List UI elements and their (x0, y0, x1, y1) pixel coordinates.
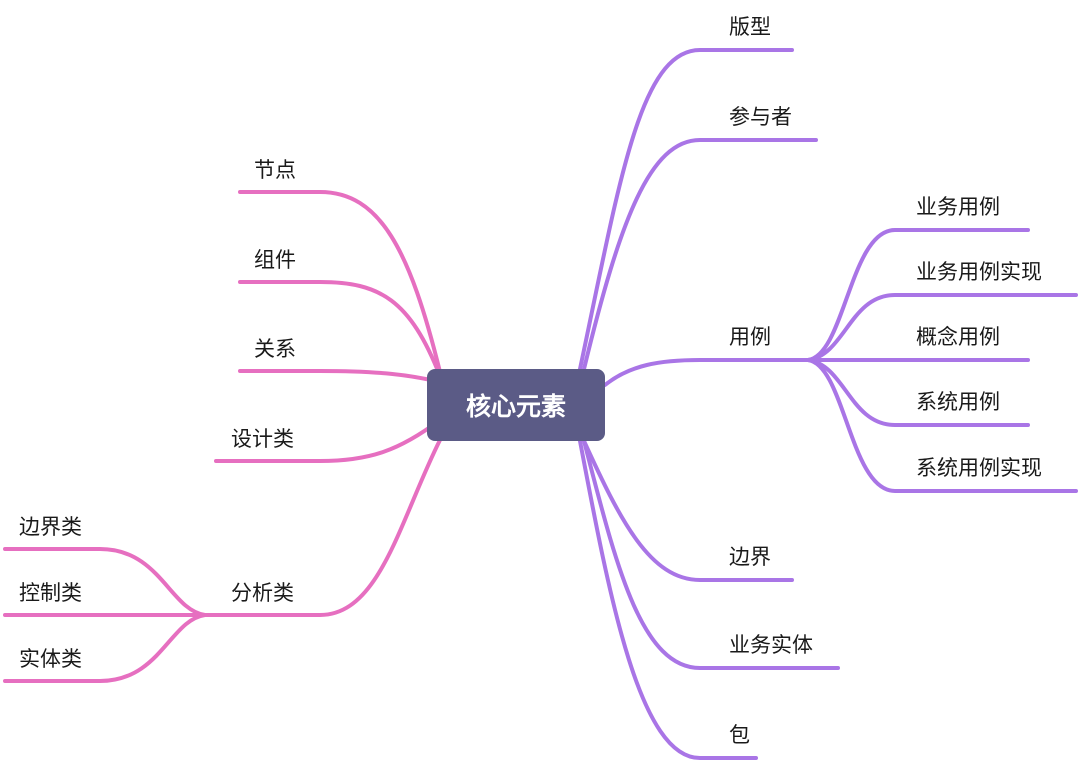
business-use-case-label[interactable]: 业务用例 (916, 195, 1000, 219)
actor-label[interactable]: 参与者 (729, 105, 792, 129)
business-use-case-realization-label[interactable]: 业务用例实现 (916, 260, 1042, 284)
concept-use-case-label[interactable]: 概念用例 (916, 325, 1000, 349)
connector-design-class (214, 418, 442, 463)
connector-business-use-case-realization (806, 293, 1078, 362)
entity-class-label[interactable]: 实体类 (19, 647, 82, 671)
boundary-label[interactable]: 边界 (729, 545, 771, 569)
connector-node (238, 190, 442, 374)
use-case-label[interactable]: 用例 (729, 325, 771, 349)
connector-analysis-class (203, 438, 442, 617)
control-class-label[interactable]: 控制类 (19, 581, 82, 605)
node-label[interactable]: 节点 (254, 158, 296, 182)
connector-business-entity (582, 439, 840, 670)
connector-entity-class (3, 613, 207, 683)
connector-boundary (582, 439, 794, 582)
connector-actor (582, 138, 818, 371)
connector-relation (238, 369, 442, 384)
connector-system-use-case-realization (806, 358, 1078, 493)
connector-component (238, 280, 442, 378)
relation-label[interactable]: 关系 (254, 337, 296, 361)
connector-business-use-case (806, 228, 1030, 362)
connector-use-case (603, 358, 810, 387)
connector-boundary-class (3, 547, 207, 617)
connector-stereotype (578, 48, 794, 371)
root-node[interactable]: 核心元素 (427, 369, 605, 441)
package-label[interactable]: 包 (729, 723, 750, 747)
design-class-label[interactable]: 设计类 (231, 427, 294, 451)
system-use-case-realization-label[interactable]: 系统用例实现 (916, 456, 1042, 480)
analysis-class-label[interactable]: 分析类 (231, 581, 294, 605)
connector-package (578, 439, 758, 760)
system-use-case-label[interactable]: 系统用例 (916, 390, 1000, 414)
business-entity-label[interactable]: 业务实体 (729, 633, 813, 657)
stereotype-label[interactable]: 版型 (729, 15, 771, 39)
component-label[interactable]: 组件 (254, 248, 296, 272)
boundary-class-label[interactable]: 边界类 (19, 515, 82, 539)
